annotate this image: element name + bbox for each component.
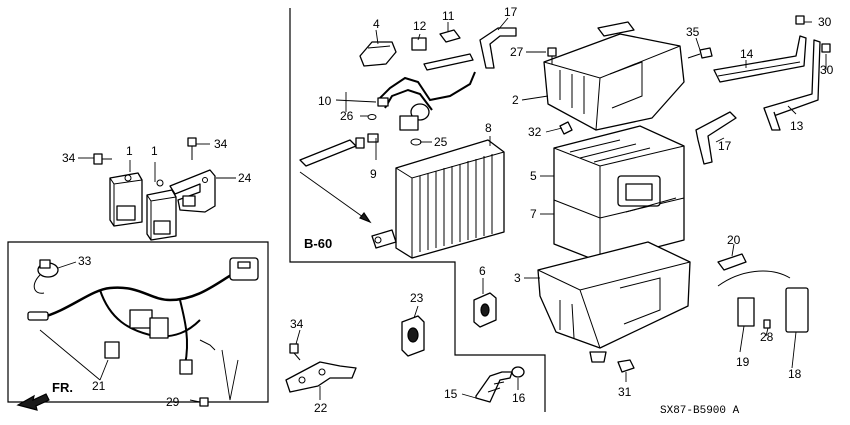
screw-28 <box>763 319 771 329</box>
callout-29: 29 <box>166 395 180 409</box>
bolt-34-left <box>93 153 112 165</box>
callout-5: 5 <box>530 169 537 183</box>
bracket-22 <box>285 361 357 393</box>
leader-lines <box>39 17 827 403</box>
callout-20: 20 <box>727 233 741 247</box>
callout-1b: 1 <box>151 144 158 158</box>
callout-33: 33 <box>78 254 92 268</box>
front-direction-label: FR. <box>52 380 73 395</box>
callout-30b: 30 <box>820 63 834 77</box>
callout-34b: 34 <box>214 137 228 151</box>
relay-bracket <box>169 169 216 213</box>
callout-11: 11 <box>442 9 455 23</box>
wire-clamp <box>33 259 59 294</box>
callout-30a: 30 <box>818 15 832 29</box>
callout-14: 14 <box>740 47 754 61</box>
callout-13: 13 <box>790 119 804 133</box>
diagram-code: SX87-B5900 A <box>660 405 740 417</box>
upper-case <box>543 21 685 131</box>
thermistor-20 <box>717 253 747 271</box>
capillary-tube <box>299 133 379 167</box>
callout-labels: 1 1 34 34 24 33 21 29 34 22 23 6 15 16 3… <box>52 5 834 417</box>
reference-b60: B-60 <box>304 236 332 251</box>
bolt-34-top <box>187 137 197 160</box>
callout-9: 9 <box>370 167 377 181</box>
evaporator-core <box>371 139 505 259</box>
seal-17-right <box>695 111 737 165</box>
clip-12 <box>411 37 427 51</box>
middle-case <box>553 125 685 263</box>
callout-19: 19 <box>736 355 750 369</box>
relay-left <box>109 172 143 227</box>
wire-harness <box>27 257 259 375</box>
callout-35: 35 <box>686 25 700 39</box>
callout-6: 6 <box>479 264 486 278</box>
expansion-valve-tubes <box>377 53 476 131</box>
section-borders <box>7 8 546 412</box>
callout-17b: 17 <box>718 139 732 153</box>
bolt-34-bottom <box>289 343 301 361</box>
callout-25: 25 <box>434 135 448 149</box>
callout-16: 16 <box>512 391 526 405</box>
callout-32: 32 <box>528 125 542 139</box>
wire-harness-box <box>7 241 269 403</box>
lower-case <box>537 241 691 363</box>
callout-4: 4 <box>373 17 380 31</box>
callout-26: 26 <box>340 109 354 123</box>
bolt-29 <box>199 397 216 407</box>
callout-18: 18 <box>788 367 802 381</box>
grommet-6 <box>473 292 497 328</box>
callout-7: 7 <box>530 207 537 221</box>
callout-24: 24 <box>238 171 252 185</box>
o-ring-26 <box>367 114 377 120</box>
callout-34a: 34 <box>62 151 76 165</box>
clip-27 <box>547 47 557 64</box>
front-direction-arrow <box>16 393 50 411</box>
o-ring-25 <box>410 138 422 146</box>
clip-32 <box>559 121 573 135</box>
duct-13 <box>763 39 821 131</box>
callout-21: 21 <box>92 379 106 393</box>
callout-3: 3 <box>514 271 521 285</box>
screw-30-right <box>821 43 831 53</box>
callout-12: 12 <box>413 19 427 33</box>
b60-pointer <box>299 171 372 224</box>
nut-31 <box>617 359 635 373</box>
callout-10: 10 <box>318 94 332 108</box>
clip-11 <box>439 29 461 43</box>
callout-17a: 17 <box>504 5 518 19</box>
callout-22: 22 <box>314 401 328 415</box>
duct-14 <box>713 35 807 83</box>
seal-17-top <box>479 27 517 69</box>
callout-27: 27 <box>510 45 524 59</box>
grommet-23 <box>401 315 425 357</box>
callout-23: 23 <box>410 291 424 305</box>
callout-28: 28 <box>760 330 774 344</box>
callout-31: 31 <box>618 385 632 399</box>
callout-1a: 1 <box>126 144 133 158</box>
callout-2: 2 <box>512 93 519 107</box>
screw-30-top <box>795 15 805 25</box>
grommet-4 <box>359 41 397 67</box>
drain-hose <box>475 371 513 403</box>
screw-35 <box>687 47 713 59</box>
callout-34c: 34 <box>290 317 304 331</box>
thermostat-wire <box>717 270 809 333</box>
callout-8: 8 <box>485 121 492 135</box>
callout-15: 15 <box>444 387 458 401</box>
hose-clamp-16 <box>511 366 525 378</box>
